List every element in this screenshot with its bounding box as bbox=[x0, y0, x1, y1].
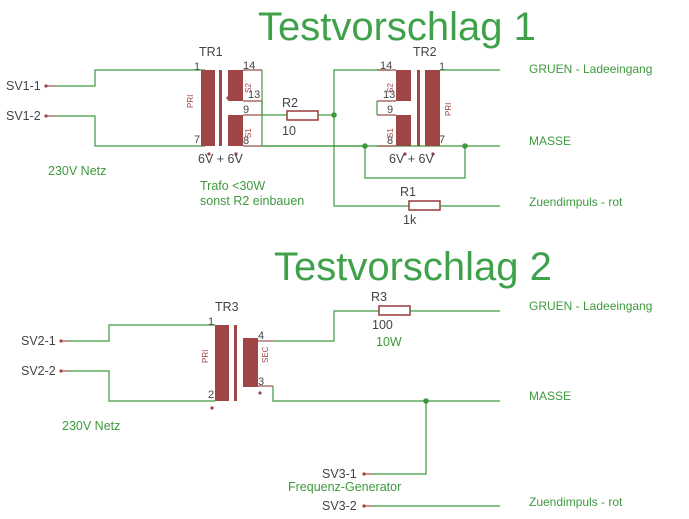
wire-sv2-2 bbox=[70, 370, 215, 402]
resistor-r2[interactable]: R2 10 bbox=[282, 96, 319, 138]
output-zuend-1: Zuendimpuls - rot bbox=[529, 195, 623, 209]
tr2-core-line bbox=[417, 70, 420, 146]
junction-masse-left bbox=[362, 143, 368, 149]
junction-masse-right bbox=[462, 143, 468, 149]
tr3-pin-1: 1 bbox=[208, 316, 214, 328]
tr1-core-line bbox=[219, 70, 222, 146]
wire-generator-1 bbox=[373, 401, 427, 475]
tr1-pin-1: 1 bbox=[194, 61, 200, 73]
tr3-secondary-winding bbox=[243, 338, 258, 387]
tr1-pin-8: 8 bbox=[243, 135, 249, 147]
r3-value: 100 bbox=[372, 318, 393, 332]
tr2-rating: 6V + 6V bbox=[389, 152, 434, 166]
connector-sv1-1-label: SV1-1 bbox=[6, 79, 41, 93]
connector-sv1[interactable]: SV1-1 SV1-2 bbox=[6, 79, 55, 123]
wire-secondary-link bbox=[261, 70, 466, 179]
output-gruen-1: GRUEN - Ladeeingang bbox=[529, 62, 652, 76]
tr3-pin-4: 4 bbox=[258, 330, 264, 342]
tr2-pin-14: 14 bbox=[380, 60, 392, 72]
connector-sv2-2-label: SV2-2 bbox=[21, 364, 56, 378]
transformer-tr2[interactable]: TR2 14 13 9 8 1 7 S2 S1 PRI 6V + 6V bbox=[377, 45, 453, 166]
wire-to-r1 bbox=[333, 115, 409, 207]
output-gruen-2: GRUEN - Ladeeingang bbox=[529, 299, 652, 313]
tr3-primary-winding bbox=[215, 325, 229, 401]
tr1-secondary-s2 bbox=[228, 70, 243, 101]
tr2-s2-label: S2 bbox=[386, 83, 395, 93]
tr1-primary-winding bbox=[201, 70, 215, 146]
resistor-r3[interactable]: R3 100 10W bbox=[371, 290, 411, 349]
tr3-sec-label: SEC bbox=[261, 346, 270, 363]
r3-name: R3 bbox=[371, 290, 387, 304]
r3-body bbox=[378, 305, 411, 316]
r2-body bbox=[286, 110, 319, 121]
tr3-pin-2: 2 bbox=[208, 389, 214, 401]
r1-name: R1 bbox=[400, 185, 416, 199]
tr2-s1-label: S1 bbox=[386, 128, 395, 138]
r3-power: 10W bbox=[376, 335, 402, 349]
tr2-pin-7: 7 bbox=[439, 134, 445, 146]
circuit-2: SV2-1 SV2-2 230V Netz TR3 1 2 4 3 PRI SE… bbox=[21, 290, 652, 513]
wire-sv1-1 bbox=[55, 69, 205, 87]
tr2-secondary-s1 bbox=[396, 115, 411, 146]
output-masse-1: MASSE bbox=[529, 134, 571, 148]
tr2-pin-9: 9 bbox=[387, 104, 393, 116]
wire-to-tr2-top bbox=[333, 69, 389, 115]
tr2-pin-1: 1 bbox=[439, 61, 445, 73]
tr3-core-line bbox=[234, 325, 237, 401]
transformer-tr3[interactable]: TR3 1 2 4 3 PRI SEC bbox=[201, 300, 273, 410]
tr1-pin-13: 13 bbox=[248, 89, 260, 101]
tr3-pin-3: 3 bbox=[258, 376, 264, 388]
tr1-pin-7: 7 bbox=[194, 134, 200, 146]
title-testvorschlag-1: Testvorschlag 1 bbox=[258, 5, 536, 49]
note-r2: sonst R2 einbauen bbox=[200, 194, 304, 208]
tr2-pin-8: 8 bbox=[387, 135, 393, 147]
r2-value: 10 bbox=[282, 124, 296, 138]
connector-sv3[interactable]: SV3-1 SV3-2 Frequenz-Generator bbox=[288, 467, 401, 513]
resistor-r1[interactable]: R1 1k bbox=[400, 185, 441, 227]
connector-sv3-2-label: SV3-2 bbox=[322, 499, 357, 513]
tr1-pri-label: PRI bbox=[186, 95, 195, 108]
r2-name: R2 bbox=[282, 96, 298, 110]
tr1-name: TR1 bbox=[199, 45, 223, 59]
connector-sv2-1-label: SV2-1 bbox=[21, 334, 56, 348]
connector-sv3-1-label: SV3-1 bbox=[322, 467, 357, 481]
tr2-primary-winding bbox=[425, 70, 440, 146]
tr3-pri-label: PRI bbox=[201, 350, 210, 363]
r1-body bbox=[408, 200, 441, 211]
tr2-pri-label: PRI bbox=[444, 103, 453, 116]
tr1-secondary-s1 bbox=[228, 115, 243, 146]
circuit-1: SV1-1 SV1-2 230V Netz TR1 1 7 14 13 9 8 … bbox=[6, 45, 652, 227]
wire-sv2-1 bbox=[70, 324, 215, 342]
wire-sv1-2 bbox=[55, 115, 205, 147]
r1-value: 1k bbox=[403, 213, 417, 227]
tr1-pin-9: 9 bbox=[243, 104, 249, 116]
tr2-name: TR2 bbox=[413, 45, 437, 59]
tr1-s2-label: S2 bbox=[244, 83, 253, 93]
tr2-secondary-s2 bbox=[396, 70, 411, 101]
tr1-pin-14: 14 bbox=[243, 60, 255, 72]
output-masse-2: MASSE bbox=[529, 389, 571, 403]
output-zuend-2: Zuendimpuls - rot bbox=[529, 495, 623, 509]
title-testvorschlag-2: Testvorschlag 2 bbox=[274, 245, 552, 289]
supply-label-2: 230V Netz bbox=[62, 419, 120, 433]
transformer-tr1[interactable]: TR1 1 7 14 13 9 8 PRI S2 S1 6V + 6V bbox=[186, 45, 262, 166]
connector-sv1-2-label: SV1-2 bbox=[6, 109, 41, 123]
tr1-s1-label: S1 bbox=[244, 128, 253, 138]
tr1-rating: 6V + 6V bbox=[198, 152, 243, 166]
note-trafo: Trafo <30W bbox=[200, 179, 265, 193]
tr3-name: TR3 bbox=[215, 300, 239, 314]
connector-sv2[interactable]: SV2-1 SV2-2 bbox=[21, 334, 70, 378]
wire-tr3-to-r3 bbox=[273, 310, 379, 342]
tr2-pin-13: 13 bbox=[383, 89, 395, 101]
generator-label: Frequenz-Generator bbox=[288, 480, 401, 494]
wire-masse-2 bbox=[272, 386, 500, 402]
supply-label-1: 230V Netz bbox=[48, 164, 106, 178]
